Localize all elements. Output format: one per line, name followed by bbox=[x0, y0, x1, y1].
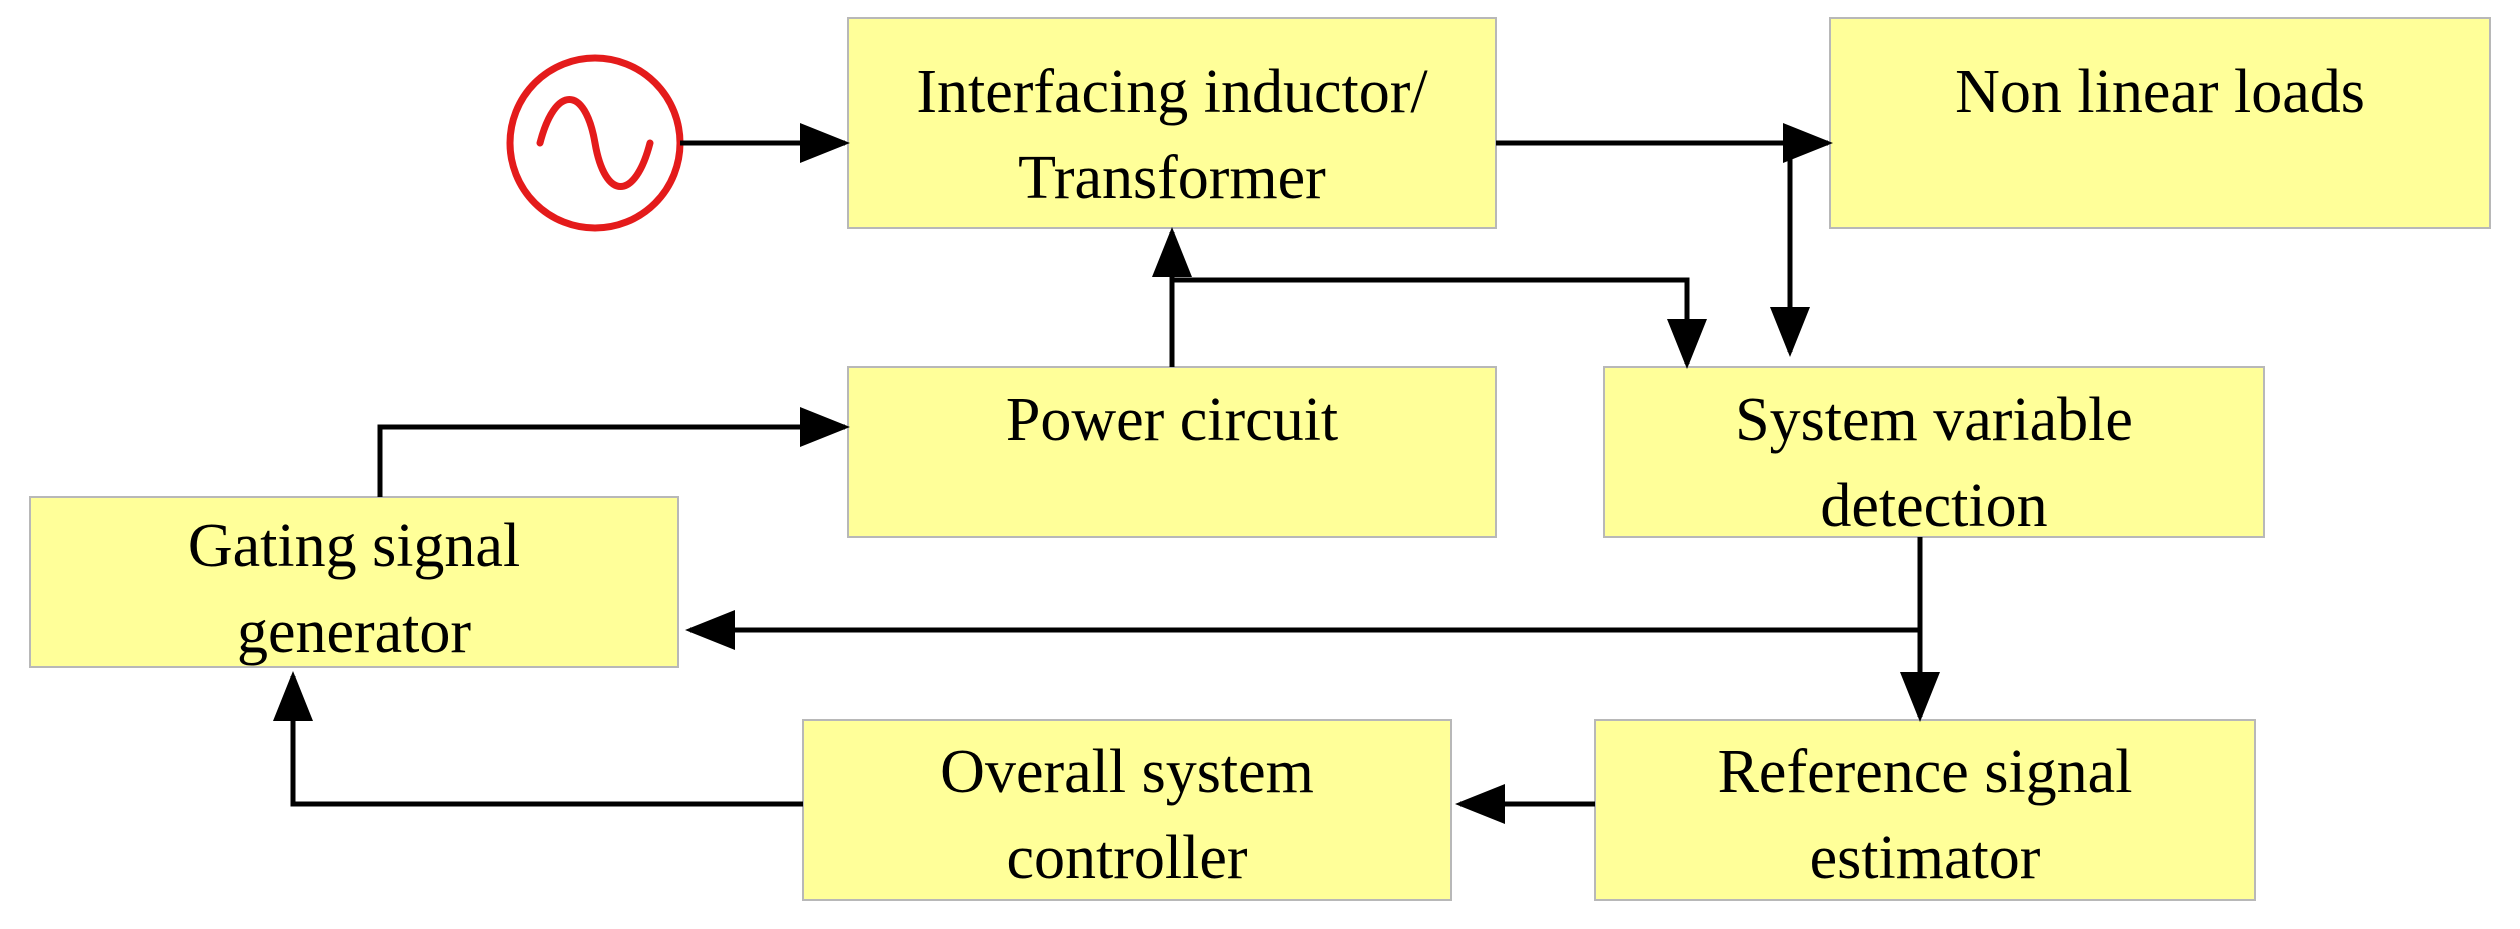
block-label: controller bbox=[1006, 824, 1247, 892]
block-label: Power circuit bbox=[1006, 386, 1338, 454]
arrow-detection-to-gating bbox=[685, 537, 1923, 650]
block-label: Overall system bbox=[940, 738, 1314, 806]
arrow-gating-to-power bbox=[377, 407, 850, 497]
block-power-circuit: Power circuit bbox=[847, 366, 1497, 538]
ac-source-icon bbox=[506, 54, 684, 232]
block-label: detection bbox=[1820, 472, 2047, 540]
block-label: Interfacing inductor/ bbox=[916, 58, 1428, 126]
arrow-power-to-detection bbox=[1172, 277, 1707, 369]
block-overall-system-controller: Overall system controller bbox=[802, 719, 1452, 901]
block-reference-signal-estimator: Reference signal estimator bbox=[1594, 719, 2256, 901]
block-label: System variable bbox=[1735, 386, 2133, 454]
block-label: estimator bbox=[1810, 824, 2041, 892]
block-label: Gating signal bbox=[188, 512, 520, 580]
block-label: Transformer bbox=[1018, 144, 1326, 212]
block-interfacing-inductor-transformer: Interfacing inductor/ Transformer bbox=[847, 17, 1497, 229]
block-label: generator bbox=[237, 598, 471, 666]
arrow-controller-to-gating bbox=[273, 671, 803, 807]
block-label: Reference signal bbox=[1718, 738, 2133, 806]
block-system-variable-detection: System variable detection bbox=[1603, 366, 2265, 540]
block-gating-signal-generator: Gating signal generator bbox=[29, 496, 679, 668]
block-non-linear-loads: Non linear loads bbox=[1829, 17, 2491, 229]
block-label: Non linear loads bbox=[1955, 58, 2365, 126]
